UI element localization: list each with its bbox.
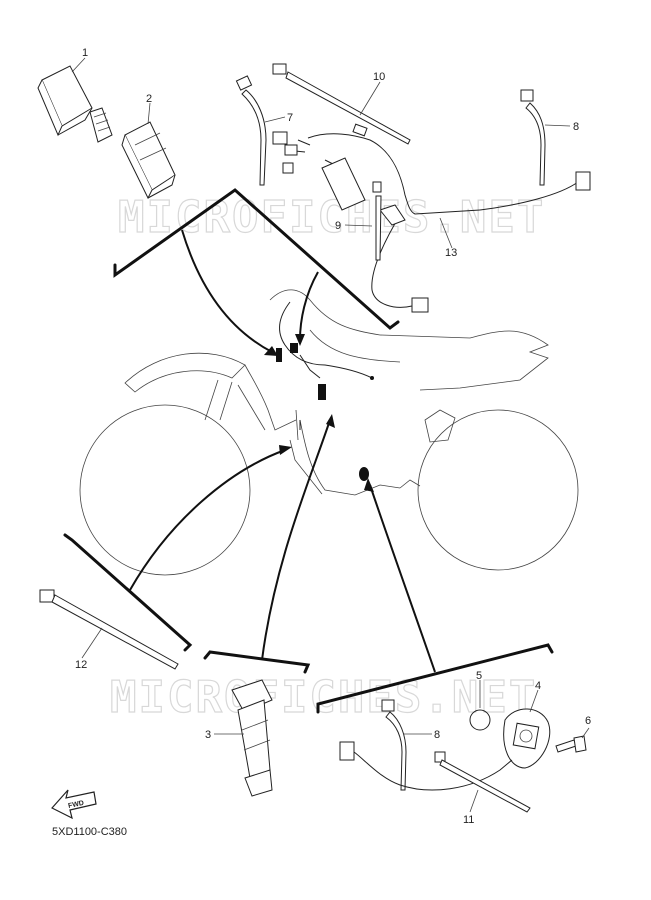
- callout-8b: 8: [434, 729, 440, 741]
- front-wheel: [79, 404, 251, 576]
- callout-2: 2: [146, 93, 152, 105]
- callout-9: 9: [335, 220, 341, 232]
- callout-3: 3: [205, 729, 211, 741]
- watermark-top: MICROFICHES.NET: [118, 192, 545, 243]
- o-ring-part: [469, 709, 491, 731]
- cdi-unit-part: [37, 65, 113, 143]
- callout-12: 12: [75, 659, 87, 671]
- cable-tie-9-part: [375, 195, 382, 261]
- callout-1: 1: [82, 47, 88, 59]
- callout-8a: 8: [573, 121, 579, 133]
- cable-tie-8b-part: [381, 699, 407, 791]
- connector-cover-part: [121, 121, 176, 200]
- callout-10: 10: [373, 71, 385, 83]
- cable-tie-12-part: [39, 589, 179, 670]
- fwd-label: FWD: [68, 800, 85, 810]
- installed-parts: [276, 301, 374, 481]
- group-brackets: [63, 188, 554, 714]
- callout-13: 13: [445, 247, 457, 259]
- motorcycle-silhouette: [79, 289, 579, 576]
- sensor-lead-part: [339, 741, 531, 813]
- wire-harness-part: [272, 123, 591, 313]
- callout-6: 6: [585, 715, 591, 727]
- ignition-coil-part: [231, 679, 273, 797]
- callout-4: 4: [535, 680, 541, 692]
- pickup-sensor-part: [503, 708, 551, 769]
- fwd-arrow-icon: FWD: [51, 789, 97, 820]
- cable-tie-7-part: [235, 75, 267, 186]
- cable-tie-10-part: [272, 63, 411, 145]
- bolt-part: [555, 735, 587, 753]
- diagram-code: 5XD1100-C380: [52, 826, 128, 838]
- watermark-bottom: MICROFICHES.NET: [110, 672, 537, 723]
- callout-5: 5: [476, 670, 482, 682]
- rear-wheel: [417, 409, 579, 571]
- cable-tie-8a-part: [520, 89, 546, 186]
- callout-7: 7: [287, 112, 293, 124]
- callout-11: 11: [463, 814, 474, 826]
- arrowheads: [264, 334, 374, 492]
- leader-lines: [71, 57, 590, 813]
